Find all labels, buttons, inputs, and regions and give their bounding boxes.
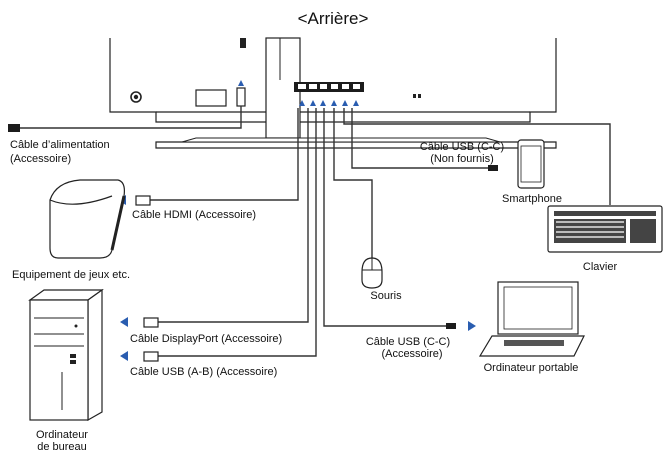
power-cable-line [18, 106, 242, 129]
cables [8, 106, 611, 362]
usb-ab-cable-line [156, 108, 317, 357]
game-device-icon [49, 179, 126, 259]
displayport-cable-line [156, 108, 309, 323]
monitor-rear [109, 37, 557, 149]
laptop-icon [478, 281, 585, 357]
monitor-body [109, 38, 557, 123]
keyboard-icon [547, 205, 663, 253]
usb-cc-top-label: Câble USB (C-C) [420, 141, 504, 153]
usb-cc-phone-line [351, 108, 488, 169]
mouse-cable-line [333, 108, 373, 258]
smartphone-icon [517, 139, 545, 189]
power-cable-sublabel: (Accessoire) [10, 153, 71, 165]
hdmi-cable-label: Câble HDMI (Accessoire) [132, 209, 256, 221]
usb-ab-arrow-icon [120, 351, 128, 361]
rear-panel-slot [195, 89, 227, 107]
usb-c-plug-icon [446, 323, 456, 329]
usb-cc-bottom-sublabel: (Accessoire) [381, 348, 442, 360]
desktop-tower-icon [28, 288, 104, 422]
desktop-label: Ordinateur [36, 429, 88, 441]
game-device-label: Equipement de jeux etc. [12, 269, 130, 281]
desktop-sublabel: de bureau [37, 441, 87, 453]
mouse-label: Souris [370, 290, 402, 302]
usb-cc-top-sublabel: (Non fournis) [430, 153, 494, 165]
mouse-icon [361, 257, 383, 289]
power-cable-label: Câble d’alimentation [10, 139, 110, 151]
power-plug-icon [8, 124, 20, 132]
usb-c-phone-plug-icon [488, 165, 498, 171]
power-input-port [236, 87, 246, 107]
usb-ab-plug-icon [143, 351, 159, 362]
usb-cc-bottom-label: Câble USB (C-C) [366, 336, 450, 348]
usb-ab-cable-label: Câble USB (A-B) (Accessoire) [130, 366, 277, 378]
displayport-plug-icon [143, 317, 159, 328]
port-strip [294, 82, 364, 92]
hdmi-cable-line [148, 108, 299, 201]
usb-cc-laptop-line [323, 108, 446, 327]
displayport-cable-label: Câble DisplayPort (Accessoire) [130, 333, 282, 345]
smartphone-label: Smartphone [502, 193, 562, 205]
diagram-title: <Arrière> [298, 9, 369, 28]
hdmi-plug-icon [135, 195, 151, 206]
laptop-label: Ordinateur portable [484, 362, 579, 374]
displayport-arrow-icon [120, 317, 128, 327]
keyboard-label: Clavier [583, 261, 618, 273]
laptop-arrow-icon [468, 321, 476, 331]
keyboard-cable-line [343, 108, 611, 205]
